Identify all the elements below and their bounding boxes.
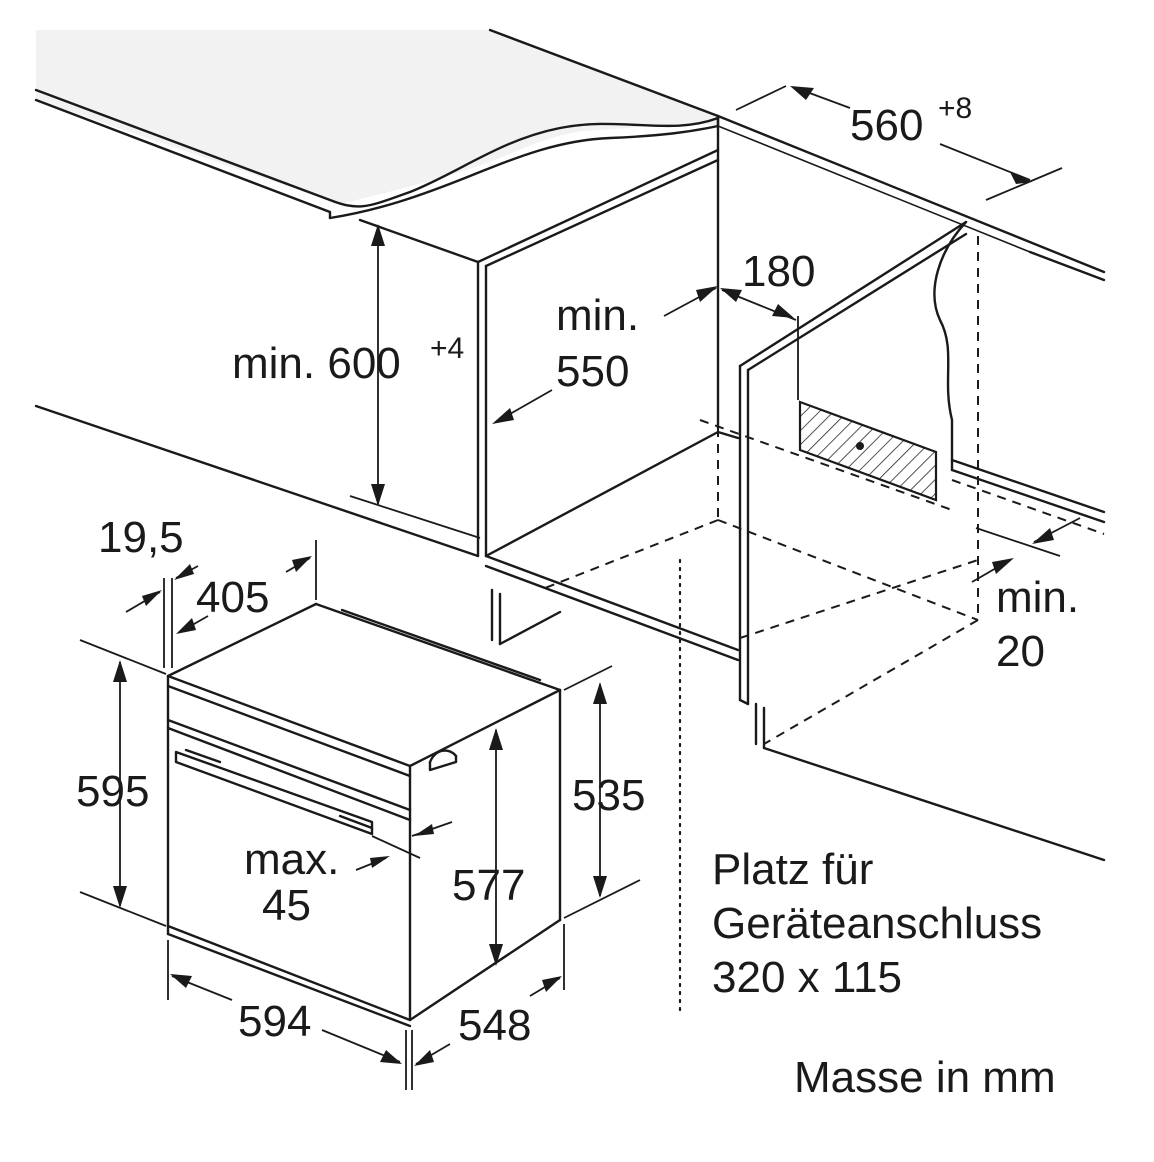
label-units-note: Masse in mm	[794, 1053, 1056, 1102]
label-cutout-height: min. 600	[232, 339, 401, 388]
label-side-gap: 20	[996, 627, 1045, 676]
label-side-gap-prefix: min.	[996, 573, 1079, 622]
label-connection-line3: 320 x 115	[712, 953, 902, 1002]
dim-oven-width	[167, 940, 407, 1090]
label-oven-width: 594	[238, 997, 311, 1046]
label-body-height: 535	[572, 771, 645, 820]
label-connection-line1: Platz für	[712, 845, 873, 894]
dim-cutout-width	[735, 85, 1063, 201]
dim-handle-depth	[355, 821, 453, 871]
hidden-edges	[539, 236, 1105, 1012]
dim-rear-gap	[720, 288, 799, 400]
label-cutout-height-tolerance: +4	[430, 332, 464, 365]
dim-inner-height	[489, 728, 503, 966]
connection-area	[798, 400, 938, 502]
label-handle-depth: 45	[262, 881, 311, 930]
label-handle-prefix: max.	[244, 835, 339, 884]
dim-cutout-height	[349, 224, 481, 539]
label-cutout-width: 560	[850, 101, 923, 150]
oven	[166, 602, 562, 1028]
label-cutout-width-tolerance: +8	[938, 92, 972, 125]
dim-front-panel	[125, 540, 317, 668]
label-cutout-depth: 550	[556, 347, 629, 396]
label-rear-gap: 180	[742, 247, 815, 296]
label-oven-depth: 548	[458, 1001, 531, 1050]
dim-side-gap	[971, 517, 1081, 583]
label-top-depth: 405	[196, 573, 269, 622]
dim-cutout-depth	[492, 286, 718, 424]
label-connection-line2: Geräteanschluss	[712, 899, 1042, 948]
cabinet-left-wall	[34, 114, 720, 558]
dim-oven-height	[79, 639, 167, 927]
label-front-panel: 19,5	[98, 513, 184, 562]
label-cutout-depth-prefix: min.	[556, 291, 639, 340]
label-oven-height: 595	[76, 767, 149, 816]
dim-body-height	[563, 665, 641, 919]
dim-oven-depth	[411, 924, 565, 1090]
cabinet-floor	[484, 430, 740, 662]
countertop	[34, 28, 1106, 274]
label-inner-height: 577	[452, 861, 525, 910]
cabinet-right-wall	[738, 220, 1106, 862]
